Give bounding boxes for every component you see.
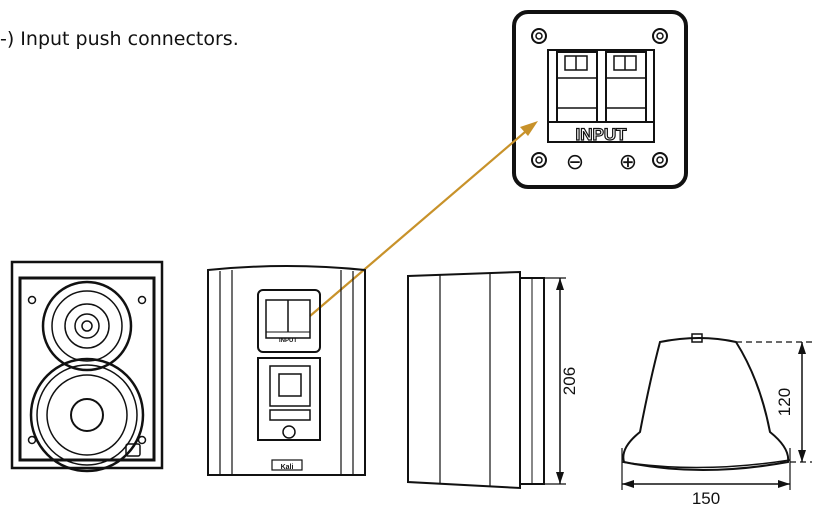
minus-push-clip — [556, 51, 598, 123]
screw-icon — [27, 295, 37, 305]
side-view — [407, 270, 566, 490]
caption-text: -) Input push connectors. — [0, 28, 239, 50]
top-view — [621, 333, 812, 490]
brand-logo: Kali — [281, 464, 294, 471]
rear-view — [207, 265, 366, 476]
plus-push-clip — [605, 51, 647, 123]
screw-icon — [652, 152, 668, 168]
input-connector-inset — [512, 10, 688, 189]
front-view — [10, 260, 164, 473]
woofer-driver — [29, 357, 145, 473]
screw-icon — [137, 295, 147, 305]
depth-dimension-label: 120 — [775, 388, 794, 416]
width-dimension-label: 150 — [692, 489, 720, 508]
inset-input-label: INPUT — [576, 125, 628, 144]
screw-icon — [531, 152, 547, 168]
height-dimension-label: 206 — [560, 367, 579, 395]
tweeter-driver — [41, 280, 133, 372]
screw-icon — [531, 28, 547, 44]
arrow-head-icon — [520, 121, 538, 136]
screw-icon — [652, 28, 668, 44]
pointer-arrow — [309, 125, 533, 317]
plus-symbol-icon: ⊕ — [619, 150, 637, 175]
rear-input-label: INPUT — [279, 338, 297, 344]
minus-symbol-icon: ⊖ — [566, 150, 584, 175]
